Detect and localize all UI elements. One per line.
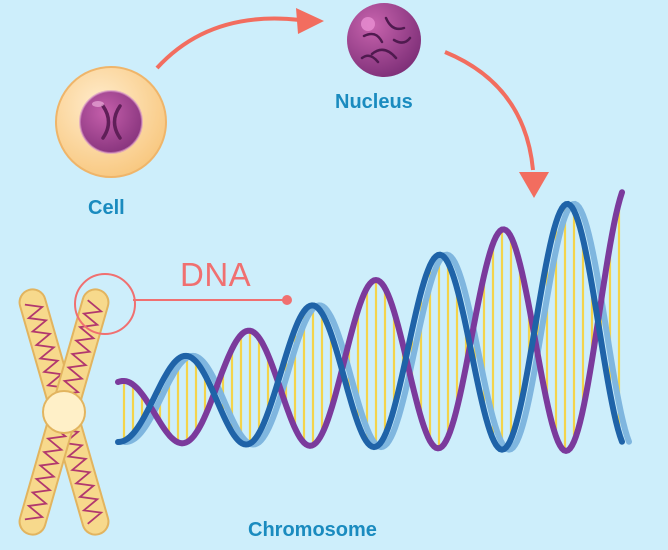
label-cell: Cell: [88, 197, 125, 219]
label-chromosome: Chromosome: [248, 519, 377, 541]
arrow-head-icon: [296, 8, 324, 34]
zoom-circle: [74, 273, 136, 335]
cell-icon: [55, 66, 167, 178]
chromosome-icon: [18, 288, 110, 536]
dna-pointer-dot: [282, 295, 292, 305]
dna-strand-blue: [115, 200, 625, 453]
centromere: [42, 390, 86, 434]
arrow-head-icon: [519, 172, 549, 198]
arrow-nucleus-to-chromosome: [444, 50, 535, 171]
label-dna: DNA: [180, 256, 252, 293]
label-nucleus: Nucleus: [335, 91, 413, 113]
nucleus-icon: [347, 3, 421, 77]
dna-strand-purple: [115, 189, 625, 455]
dna-double-helix: [115, 189, 632, 455]
arrow-cell-to-nucleus: [155, 16, 301, 70]
